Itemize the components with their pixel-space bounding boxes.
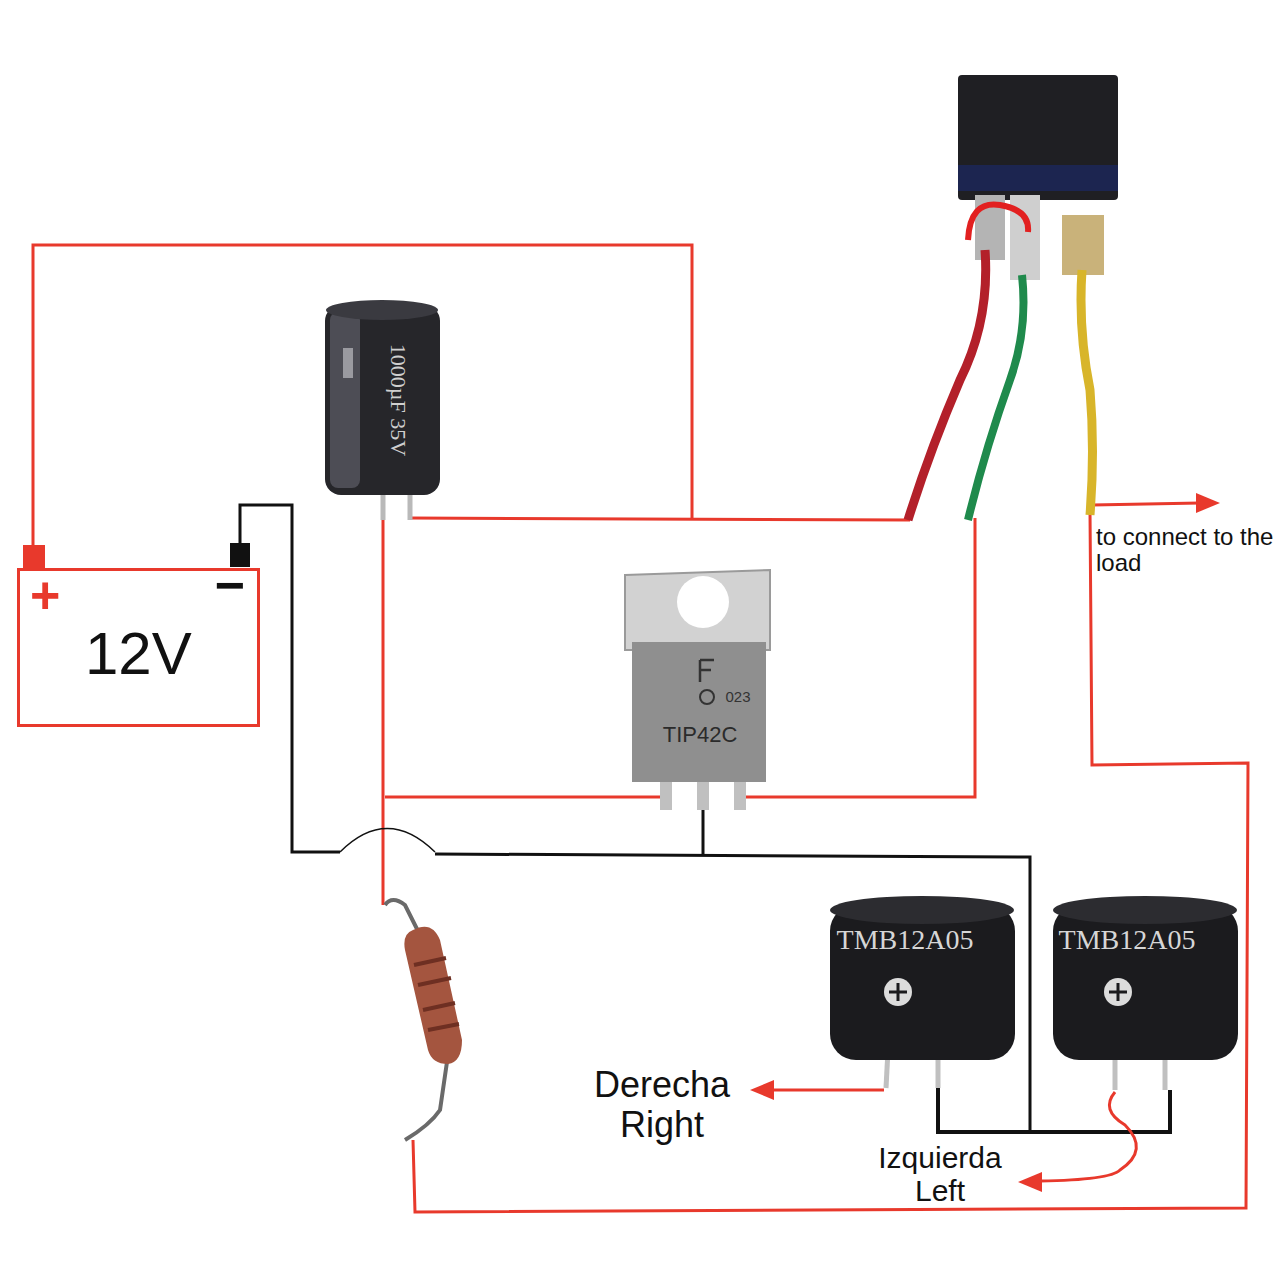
output-label: Derecha Right <box>591 1065 733 1144</box>
positive-wire <box>33 245 692 553</box>
leader-arrow <box>1040 1092 1136 1181</box>
emitter-wire <box>385 796 662 799</box>
part-number: TMB12A05 <box>1059 925 1196 956</box>
component-marking: 1000µF 35V <box>386 344 410 456</box>
terminal-sign: − <box>215 557 245 614</box>
black-wires <box>240 505 1170 1132</box>
collector-wire <box>742 518 975 797</box>
transistor-symbol <box>625 570 770 810</box>
terminal-sign: + <box>30 567 60 624</box>
buzzer-symbol <box>830 896 1015 1088</box>
positive-terminal <box>23 545 45 568</box>
component-marking: 023 <box>725 689 750 706</box>
part-number: TMB12A05 <box>837 925 974 956</box>
capacitor-lead-wire <box>382 518 385 905</box>
load-note: to connect to the load <box>1096 524 1274 577</box>
arrow-head <box>1196 493 1220 513</box>
buzzer-symbol <box>1053 896 1238 1090</box>
red-wires <box>33 245 1248 1212</box>
leader-arrow <box>772 1089 884 1092</box>
wire-jump <box>340 829 435 853</box>
capacitor-symbol <box>325 300 440 520</box>
arrow-head <box>750 1080 774 1100</box>
load-return-wire <box>413 512 1248 1212</box>
output-label: Izquierda Left <box>875 1141 1004 1207</box>
load-arrow <box>1092 503 1200 505</box>
battery-box: +−12V <box>17 568 260 727</box>
positive-rail <box>410 518 910 520</box>
arrow-head <box>1018 1172 1042 1192</box>
resistor-symbol <box>385 900 462 1140</box>
buzzer-common <box>938 1085 1170 1132</box>
relay-symbol <box>908 75 1118 520</box>
part-number: TIP42C <box>663 723 738 747</box>
voltage-label: 12V <box>85 621 192 687</box>
